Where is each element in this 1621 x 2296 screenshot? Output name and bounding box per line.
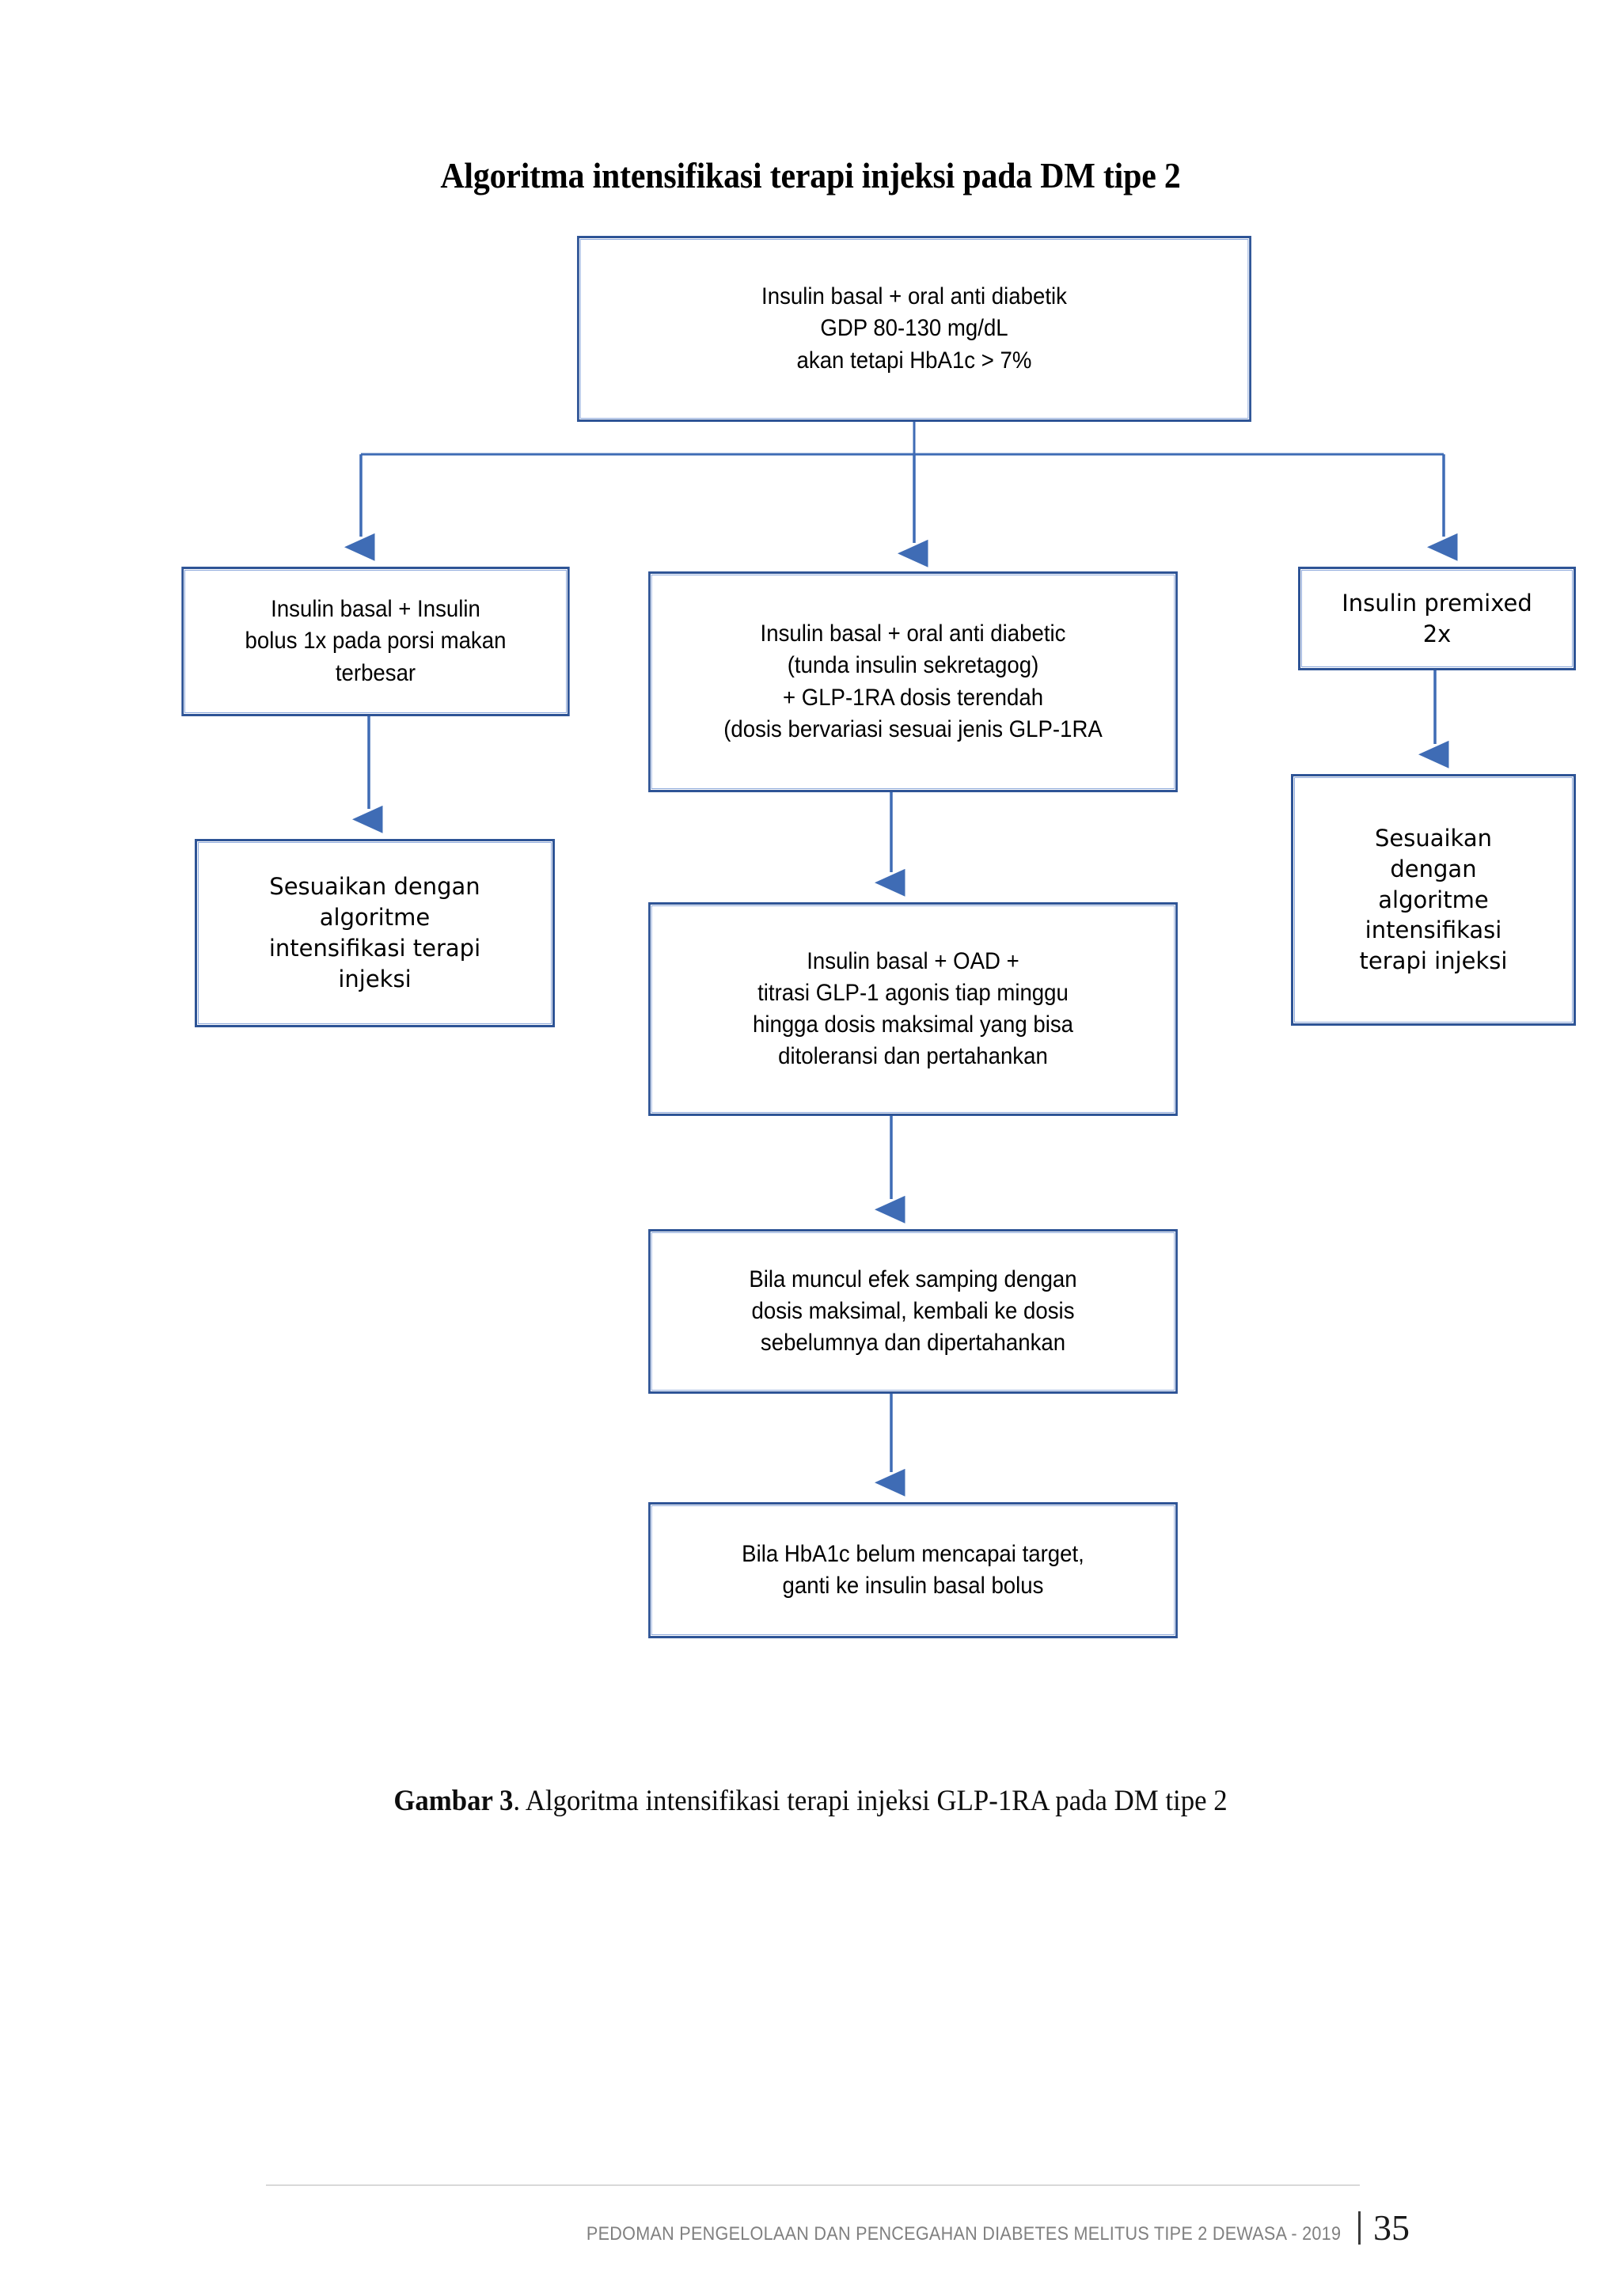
- flow-node-top[interactable]: Insulin basal + oral anti diabetik GDP 8…: [577, 236, 1251, 422]
- flow-node-branch-right[interactable]: Insulin premixed 2x: [1298, 567, 1576, 670]
- footer-separator-bar: [1358, 2211, 1361, 2245]
- footer-content: PEDOMAN PENGELOLAAN DAN PENCEGAHAN DIABE…: [266, 2207, 1410, 2249]
- flow-node-branch-left-label: Insulin basal + Insulin bolus 1x pada po…: [245, 596, 507, 686]
- figure-caption-text: . Algoritma intensifikasi terapi injeksi…: [513, 1785, 1228, 1817]
- page-title: Algoritma intensifikasi terapi injeksi p…: [440, 156, 1181, 195]
- flow-node-left-step-2-label: Sesuaikan dengan algoritme intensifikasi…: [268, 873, 481, 992]
- footer-document-title: PEDOMAN PENGELOLAAN DAN PENCEGAHAN DIABE…: [586, 2223, 1341, 2245]
- flow-node-branch-right-label: Insulin premixed 2x: [1342, 589, 1532, 647]
- flow-node-top-label: Insulin basal + oral anti diabetik GDP 8…: [761, 283, 1067, 374]
- flow-node-center-step-2-label: Insulin basal + OAD + titrasi GLP-1 agon…: [752, 947, 1074, 1070]
- flow-node-center-step-2[interactable]: Insulin basal + OAD + titrasi GLP-1 agon…: [648, 902, 1178, 1116]
- figure-caption-label: Gambar 3: [393, 1785, 514, 1817]
- flow-node-right-step-2[interactable]: Sesuaikan dengan algoritme intensifikasi…: [1291, 774, 1576, 1026]
- flow-node-branch-center-label: Insulin basal + oral anti diabetic (tund…: [723, 620, 1103, 742]
- flowchart-connectors: [344, 422, 1458, 1497]
- flow-node-center-step-4-label: Bila HbA1c belum mencapai target, ganti …: [742, 1540, 1084, 1599]
- figure-caption: Gambar 3. Algoritma intensifikasi terapi…: [48, 1784, 1572, 1818]
- flow-node-right-step-2-label: Sesuaikan dengan algoritme intensifikasi…: [1359, 824, 1508, 975]
- footer-page-number: 35: [1373, 2207, 1410, 2248]
- flowchart: Insulin basal + oral anti diabetik GDP 8…: [181, 236, 1576, 1638]
- flow-node-center-step-3[interactable]: Bila muncul efek samping dengan dosis ma…: [648, 1229, 1178, 1394]
- flow-node-branch-left[interactable]: Insulin basal + Insulin bolus 1x pada po…: [181, 567, 570, 716]
- connector-top-trunk: [361, 422, 1444, 456]
- flow-node-center-step-3-label: Bila muncul efek samping dengan dosis ma…: [749, 1266, 1077, 1357]
- flow-node-branch-center[interactable]: Insulin basal + oral anti diabetic (tund…: [648, 571, 1178, 792]
- flow-node-left-step-2[interactable]: Sesuaikan dengan algoritme intensifikasi…: [195, 839, 555, 1027]
- flow-node-center-step-4[interactable]: Bila HbA1c belum mencapai target, ganti …: [648, 1502, 1178, 1638]
- footer-divider-rule: [266, 2184, 1360, 2186]
